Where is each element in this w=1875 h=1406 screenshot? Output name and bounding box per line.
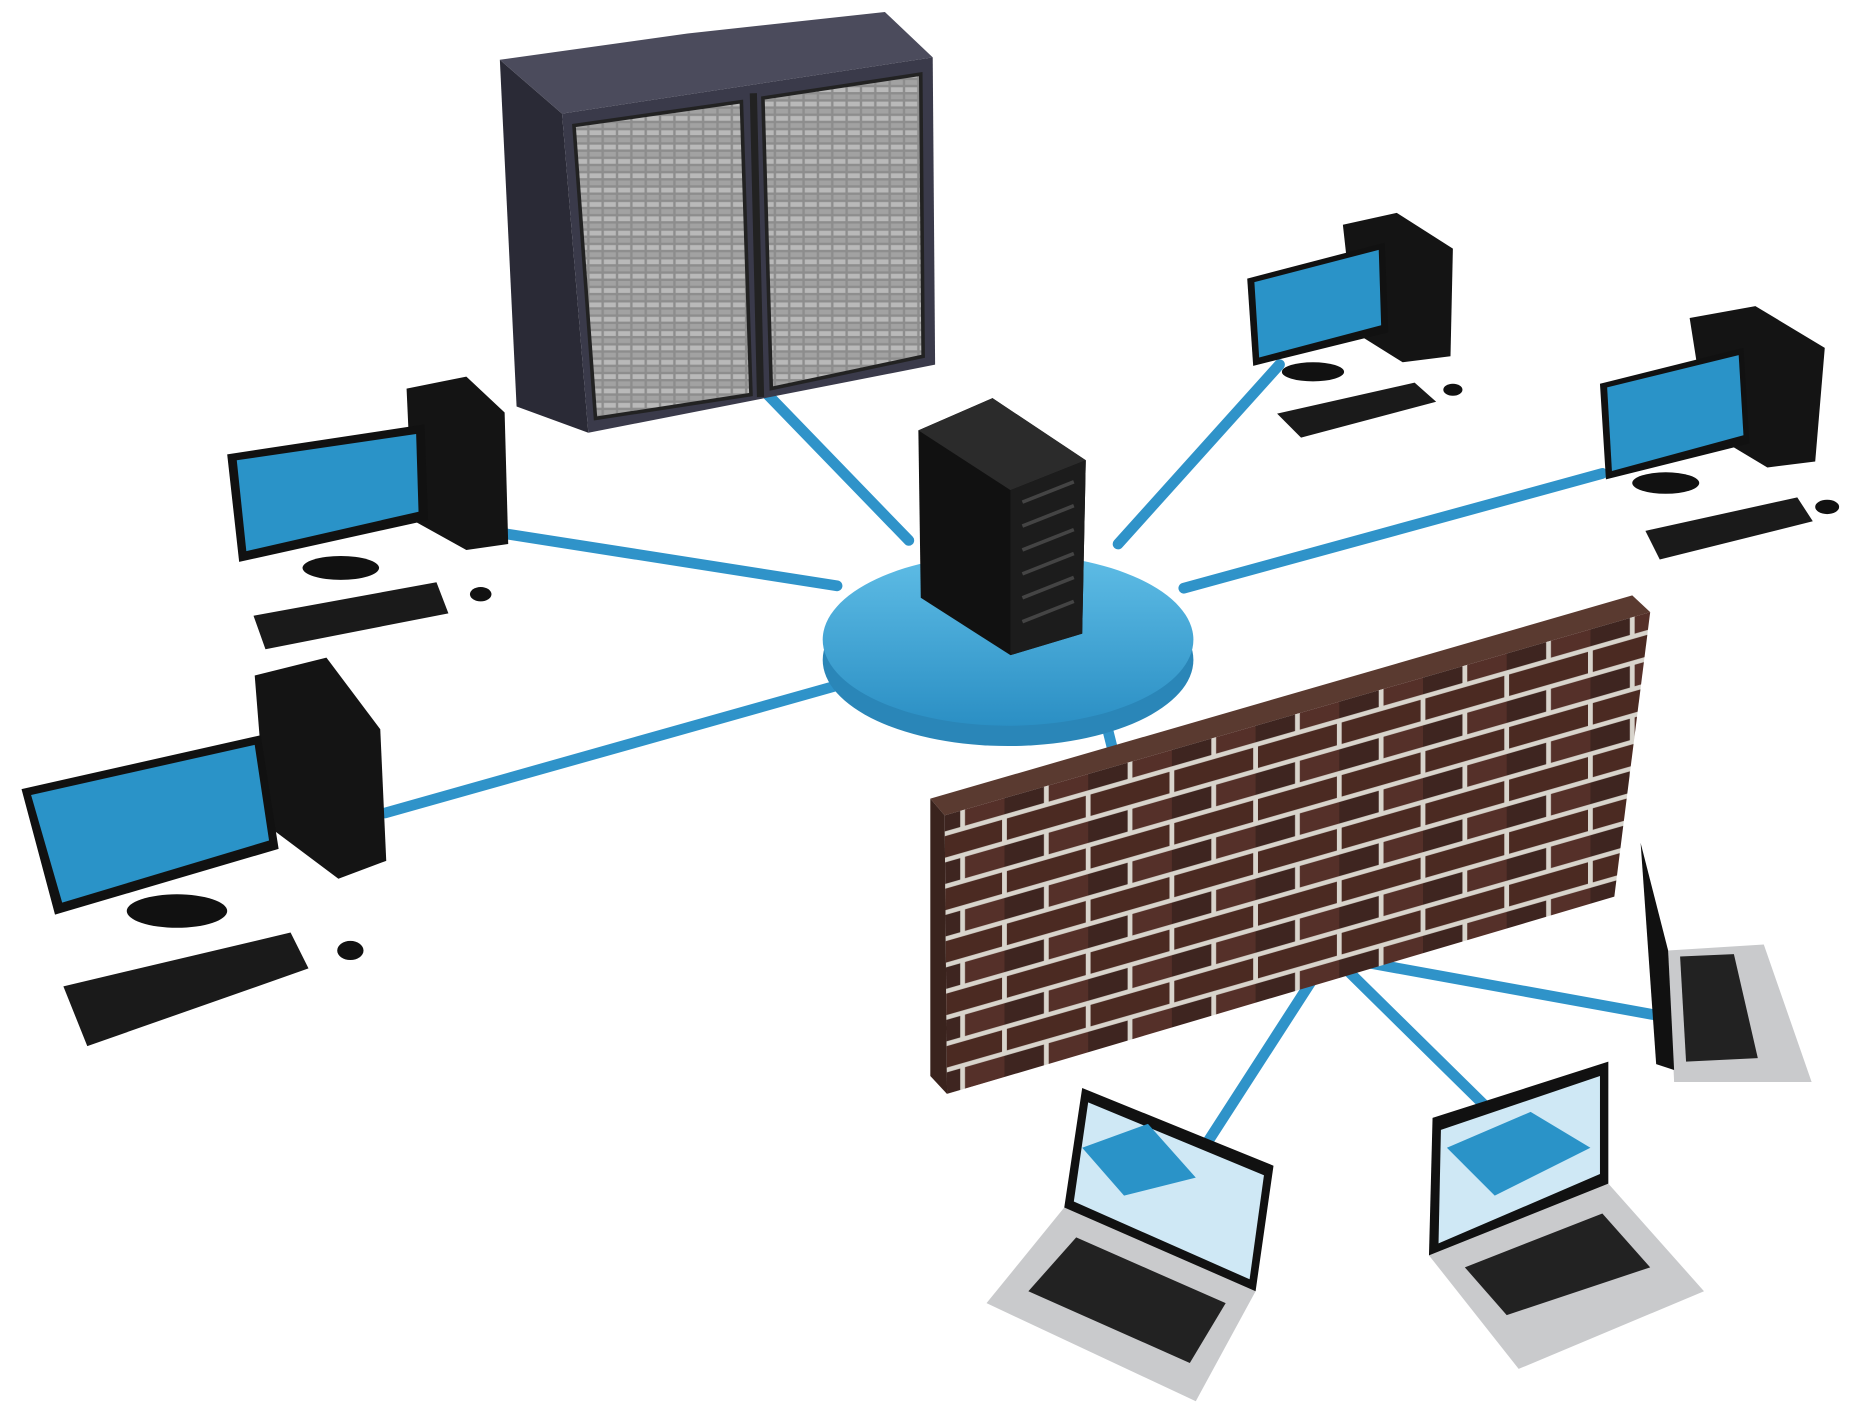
- firewall-icon: [930, 595, 1651, 1094]
- cable-laptop-3: [1327, 951, 1668, 1022]
- laptop-icon: [1428, 1061, 1705, 1369]
- laptop-icon: [1640, 842, 1812, 1082]
- desktop-computer-icon: [21, 657, 387, 1047]
- desktop-computer-icon: [1599, 306, 1840, 560]
- hub-server-icon: [822, 398, 1194, 747]
- server-rack-icon: [499, 11, 936, 433]
- cable-desktop-top-right: [1112, 359, 1285, 550]
- cable-desktop-left-lower: [379, 678, 849, 819]
- cable-laptop-2: [1327, 951, 1495, 1115]
- laptop-icon: [986, 1087, 1274, 1402]
- cable-desktop-left-upper: [496, 527, 843, 592]
- cable-rack: [759, 386, 915, 546]
- desktop-computer-icon: [227, 376, 509, 650]
- cable-desktop-right: [1178, 468, 1608, 594]
- desktop-computer-icon: [1247, 212, 1463, 438]
